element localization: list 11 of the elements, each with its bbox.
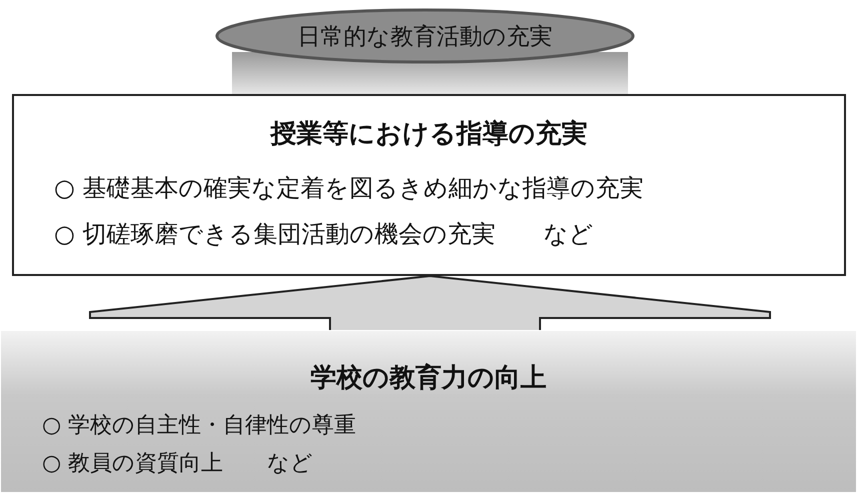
title-ellipse bbox=[215, 8, 635, 64]
content-box bbox=[12, 94, 846, 276]
ellipse-title: 日常的な教育活動の充実 bbox=[296, 23, 554, 52]
foundation-band bbox=[0, 330, 857, 493]
bullet-item: ○ 教員の資質向上 など bbox=[42, 450, 314, 478]
box-heading: 授業等における指導の充実 bbox=[268, 118, 588, 151]
block-arrow bbox=[89, 275, 771, 331]
bullet-item: ○ 基礎基本の確実な定着を図るきめ細かな指導の充実 bbox=[54, 173, 644, 204]
band-heading: 学校の教育力の向上 bbox=[310, 362, 548, 395]
bullet-item: ○ 切磋琢磨できる集団活動の機会の充実 など bbox=[54, 219, 594, 250]
bullet-item: ○ 学校の自主性・自律性の尊重 bbox=[42, 412, 356, 440]
